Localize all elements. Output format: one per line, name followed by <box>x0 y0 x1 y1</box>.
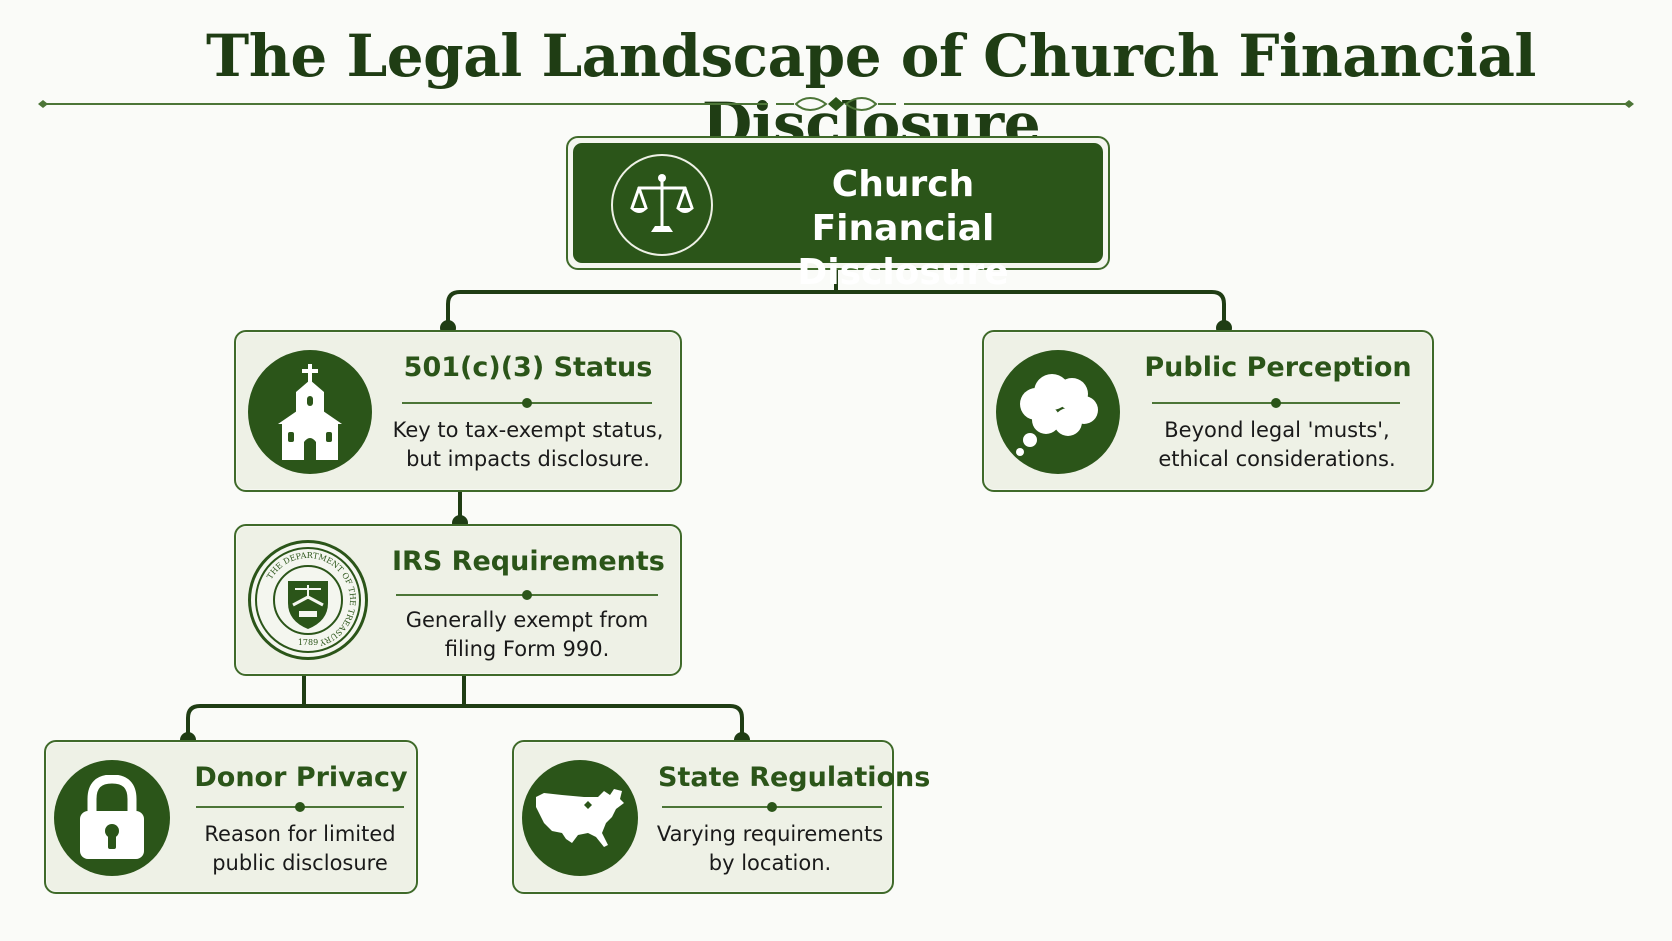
node-description: Generally exempt from filing Form 990. <box>386 606 668 664</box>
node-description-line2: ethical considerations. <box>1158 447 1396 471</box>
us-map-icon <box>522 760 638 876</box>
node-divider <box>402 398 652 408</box>
node-state-regulations: State Regulations Varying requirements b… <box>512 740 931 894</box>
root-label-line2: Financial Disclosure <box>797 208 1009 293</box>
node-description-line1: Generally exempt from <box>405 608 649 632</box>
node-heading: State Regulations <box>658 762 931 793</box>
node-heading: Donor Privacy <box>194 762 408 793</box>
scales-of-justice-icon <box>611 154 713 256</box>
church-icon <box>248 350 372 474</box>
node-divider <box>662 802 882 812</box>
root-node-church-financial-disclosure: Church Financial Disclosure <box>566 136 1110 293</box>
node-description-line1: Key to tax-exempt status, <box>392 418 664 442</box>
node-description: Varying requirements by location. <box>650 820 890 878</box>
node-description-line2: but impacts disclosure. <box>406 447 650 471</box>
node-divider <box>396 590 658 600</box>
treasury-seal-icon: THE DEPARTMENT OF THE TREASURY 1789 <box>248 540 368 660</box>
node-description: Key to tax-exempt status, but impacts di… <box>384 416 672 474</box>
node-divider <box>196 802 404 812</box>
node-501c3-status: 501(c)(3) Status Key to tax-exempt statu… <box>234 330 682 492</box>
page-title: The Legal Landscape of Church Financial … <box>206 22 1536 158</box>
node-description-line2: by location. <box>708 851 832 875</box>
node-description-line2: filing Form 990. <box>444 637 610 661</box>
node-heading: 501(c)(3) Status <box>403 352 653 383</box>
node-description-line2: public disclosure <box>212 851 388 875</box>
node-heading: Public Perception <box>1144 352 1412 383</box>
thought-bubble-icon <box>996 350 1120 474</box>
seal-year: 1789 <box>298 638 318 647</box>
padlock-icon <box>54 760 170 876</box>
root-node-fill: Church Financial Disclosure <box>573 143 1103 293</box>
node-description-line1: Beyond legal 'musts', <box>1164 418 1390 442</box>
root-label-line1: Church <box>831 164 975 205</box>
title-divider <box>38 97 1634 111</box>
node-heading: IRS Requirements <box>392 546 665 577</box>
node-description-line1: Varying requirements <box>656 822 884 846</box>
node-donor-privacy: Donor Privacy Reason for limited public … <box>44 740 418 894</box>
node-divider <box>1152 398 1400 408</box>
node-description: Reason for limited public disclosure <box>184 820 416 878</box>
node-irs-requirements: THE DEPARTMENT OF THE TREASURY 1789 IRS … <box>234 524 682 676</box>
root-node-label: Church Financial Disclosure <box>733 163 1073 295</box>
node-description-line1: Reason for limited <box>204 822 396 846</box>
node-description: Beyond legal 'musts', ethical considerat… <box>1132 416 1422 474</box>
node-public-perception: Public Perception Beyond legal 'musts', … <box>982 330 1434 492</box>
